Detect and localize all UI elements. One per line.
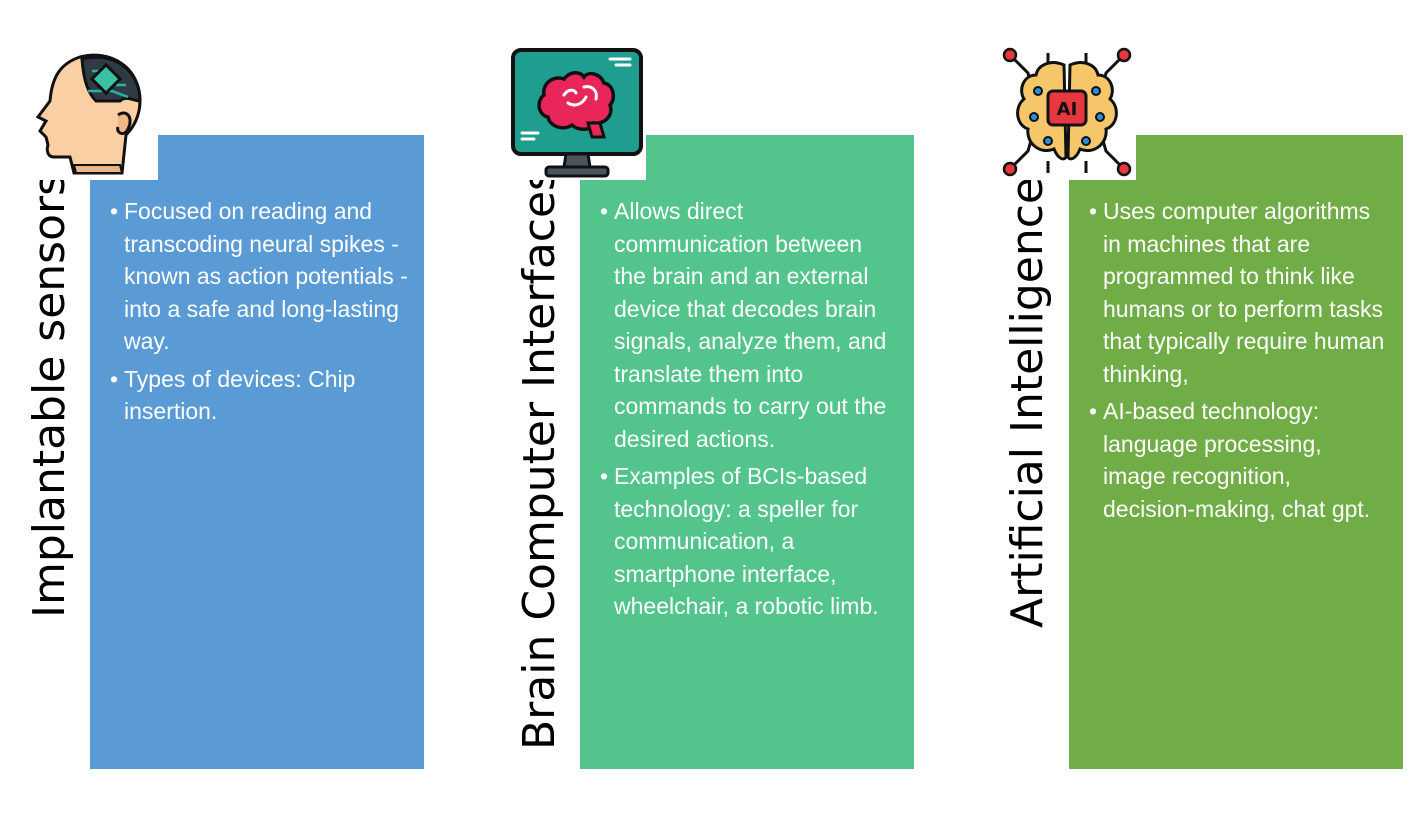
head-chip-icon bbox=[22, 45, 158, 180]
bullet-item: Uses computer algorithms in machines tha… bbox=[1089, 195, 1389, 390]
svg-text:AI: AI bbox=[1057, 99, 1078, 120]
artificial-intelligence-title: Artificial Intelligence bbox=[1002, 177, 1053, 628]
brain-computer-interfaces-bullets: Allows direct communication between the … bbox=[600, 195, 900, 628]
bullet-item: AI-based technology: language processing… bbox=[1089, 395, 1389, 525]
implantable-sensors-title: Implantable sensors bbox=[24, 172, 75, 618]
implantable-sensors-bullets: Focused on reading and transcoding neura… bbox=[110, 195, 410, 433]
artificial-intelligence-bullets: Uses computer algorithms in machines tha… bbox=[1089, 195, 1389, 530]
ai-brain-circuit-icon: AI bbox=[998, 45, 1136, 180]
brain-monitor-icon bbox=[508, 45, 646, 180]
brain-computer-interfaces-title: Brain Computer Interfaces bbox=[514, 168, 565, 750]
bullet-item: Allows direct communication between the … bbox=[600, 195, 900, 455]
bullet-item: Types of devices: Chip insertion. bbox=[110, 363, 410, 428]
bullet-item: Examples of BCIs-based technology: a spe… bbox=[600, 460, 900, 623]
bullet-item: Focused on reading and transcoding neura… bbox=[110, 195, 410, 358]
